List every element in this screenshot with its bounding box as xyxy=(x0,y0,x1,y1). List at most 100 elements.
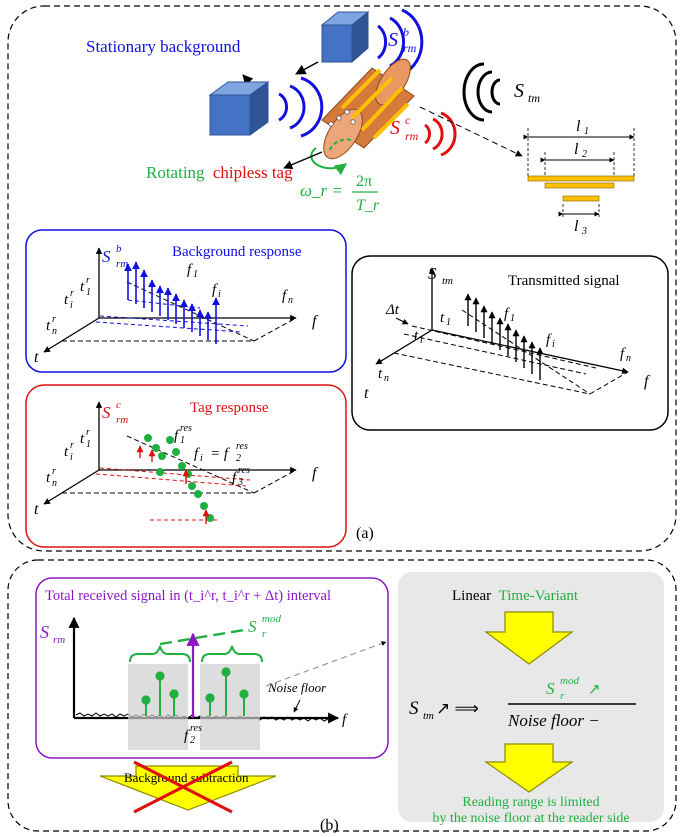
tm-ti: t xyxy=(414,328,419,344)
tm-y-sub: tm xyxy=(442,275,453,287)
srm-label: S xyxy=(40,622,49,642)
bg-f1: f xyxy=(187,262,193,278)
tag-green-markers xyxy=(144,434,214,522)
f2res-sub: 2 xyxy=(190,735,195,746)
dashed-arrow-to-strips xyxy=(419,106,523,157)
l3-label: l xyxy=(574,218,579,235)
background-subtraction-label: Background subtraction xyxy=(124,770,249,785)
tag-y-label: S xyxy=(102,403,111,422)
tm-t1-sub: 1 xyxy=(446,317,451,328)
srm-c-top-label: S xyxy=(390,117,400,139)
tm-tn-sub: n xyxy=(384,373,389,384)
rotating-chipless-label: Rotating chipless tag xyxy=(146,163,293,182)
reading-line-2: by the noise floor at the reader side xyxy=(432,811,629,826)
sideband-stems xyxy=(141,667,249,716)
tm-fi-sub: i xyxy=(552,339,555,350)
svg-text:ω_r =: ω_r = xyxy=(300,181,343,200)
strip-geometry-icon xyxy=(523,128,635,218)
stationary-arrow xyxy=(295,61,319,75)
rotation-arc-icon xyxy=(310,147,347,176)
interval-title: Total received signal in (t_i^r, t_i^r +… xyxy=(45,588,331,604)
bg-t1r: t xyxy=(80,279,85,295)
panel-a-border xyxy=(7,5,677,552)
linear-tv-line: Linear Time-Variant xyxy=(452,588,579,604)
srm-c-top-sub: rm xyxy=(405,129,419,143)
frac-num-sup: mod xyxy=(560,675,579,687)
tag-fi: f xyxy=(194,446,200,462)
tm-delta-t: Δt xyxy=(385,302,400,318)
panel-b-label: (b) xyxy=(320,817,339,834)
tag-t1r-sub: 1 xyxy=(86,439,91,450)
tm-t1: t xyxy=(440,310,445,326)
frac-up-arrow: ↗ xyxy=(588,682,601,698)
cross-out-icon xyxy=(133,760,233,814)
bg-fi-sub: i xyxy=(218,289,221,300)
tag-dashed-grid xyxy=(62,435,297,494)
tag-f1res-sup: res xyxy=(180,423,192,434)
tm-fn: f xyxy=(620,346,626,362)
tag-f3res: f xyxy=(232,470,238,486)
bg-blue-stems xyxy=(124,261,220,344)
bg-t-axis: t xyxy=(34,349,39,366)
tm-black-stems xyxy=(464,293,544,380)
f2res-label: f xyxy=(184,728,190,744)
tm-ti-sub: i xyxy=(420,335,423,346)
srm-b-top-sub: rm xyxy=(403,41,417,55)
l2-label: l xyxy=(574,141,579,158)
panel-b-border xyxy=(7,559,677,832)
stm-top-label: S xyxy=(514,80,524,102)
tag-tnr-sup: r xyxy=(52,466,56,477)
noise-floor-label: Noise floor xyxy=(267,680,327,695)
stm-bottom-sub: tm xyxy=(423,710,434,722)
tm-t-axis: t xyxy=(364,385,369,402)
lower-cube-waves-icon xyxy=(278,76,324,138)
l1-sub: 1 xyxy=(584,126,589,137)
tag-f-axis: f xyxy=(312,465,319,482)
bg-f-axis: f xyxy=(312,313,319,330)
dashed-arrow-to-box xyxy=(265,641,387,687)
tm-delta-arrow xyxy=(395,317,409,325)
interval-f-axis: f xyxy=(342,712,348,728)
tag-t1r: t xyxy=(80,431,85,447)
bg-blue-dashed xyxy=(95,299,249,333)
tag-tir: t xyxy=(64,444,69,460)
bg-t1r-sub: 1 xyxy=(86,287,91,298)
chipless-tag-cylinder-icon xyxy=(321,58,415,160)
transmitted-signal-title: Transmitted signal xyxy=(508,273,620,289)
srmod-label: S xyxy=(248,617,257,636)
tag-f3res-sup: res xyxy=(238,465,250,476)
srmod-sup: mod xyxy=(262,613,281,625)
tag-fi-sub: i xyxy=(200,453,203,464)
l3-sub: 3 xyxy=(581,226,587,237)
bg-tnr: t xyxy=(46,318,51,334)
stm-bottom: S xyxy=(409,698,419,719)
f2res-sup: res xyxy=(190,723,202,734)
tag-tir-sub: i xyxy=(70,452,73,463)
bg-dashed-grid xyxy=(62,281,297,342)
noise-floor-arrow xyxy=(293,699,301,713)
tag-axes xyxy=(43,401,297,505)
tag-tnr: t xyxy=(46,470,51,486)
tag-tnr-sub: n xyxy=(52,478,57,489)
bg-t1r-sup: r xyxy=(86,275,90,286)
bg-tnr-sub: n xyxy=(52,326,57,337)
frac-den: Noise floor − xyxy=(507,711,600,730)
tag-tir-sup: r xyxy=(70,440,74,451)
tm-fn-sub: n xyxy=(626,353,631,364)
lower-cube-icon xyxy=(208,81,270,136)
sideband-braces xyxy=(129,645,263,663)
linear-time-variant-panel xyxy=(398,572,664,822)
srmod-sub: r xyxy=(262,628,267,640)
tm-f1-sub: 1 xyxy=(510,313,515,324)
frac-num: S xyxy=(546,679,555,698)
panel-a-label: (a) xyxy=(356,525,374,542)
rotation-axis-dashed xyxy=(329,138,353,151)
transmitted-signal-panel xyxy=(351,255,669,431)
smod-dashed-line xyxy=(159,628,245,646)
tm-y-label: S xyxy=(428,264,437,283)
tag-y-sup: c xyxy=(116,399,121,411)
tm-axes xyxy=(375,267,629,374)
tag-eq: = f xyxy=(210,446,230,462)
bg-y-sub: rm xyxy=(116,258,128,270)
